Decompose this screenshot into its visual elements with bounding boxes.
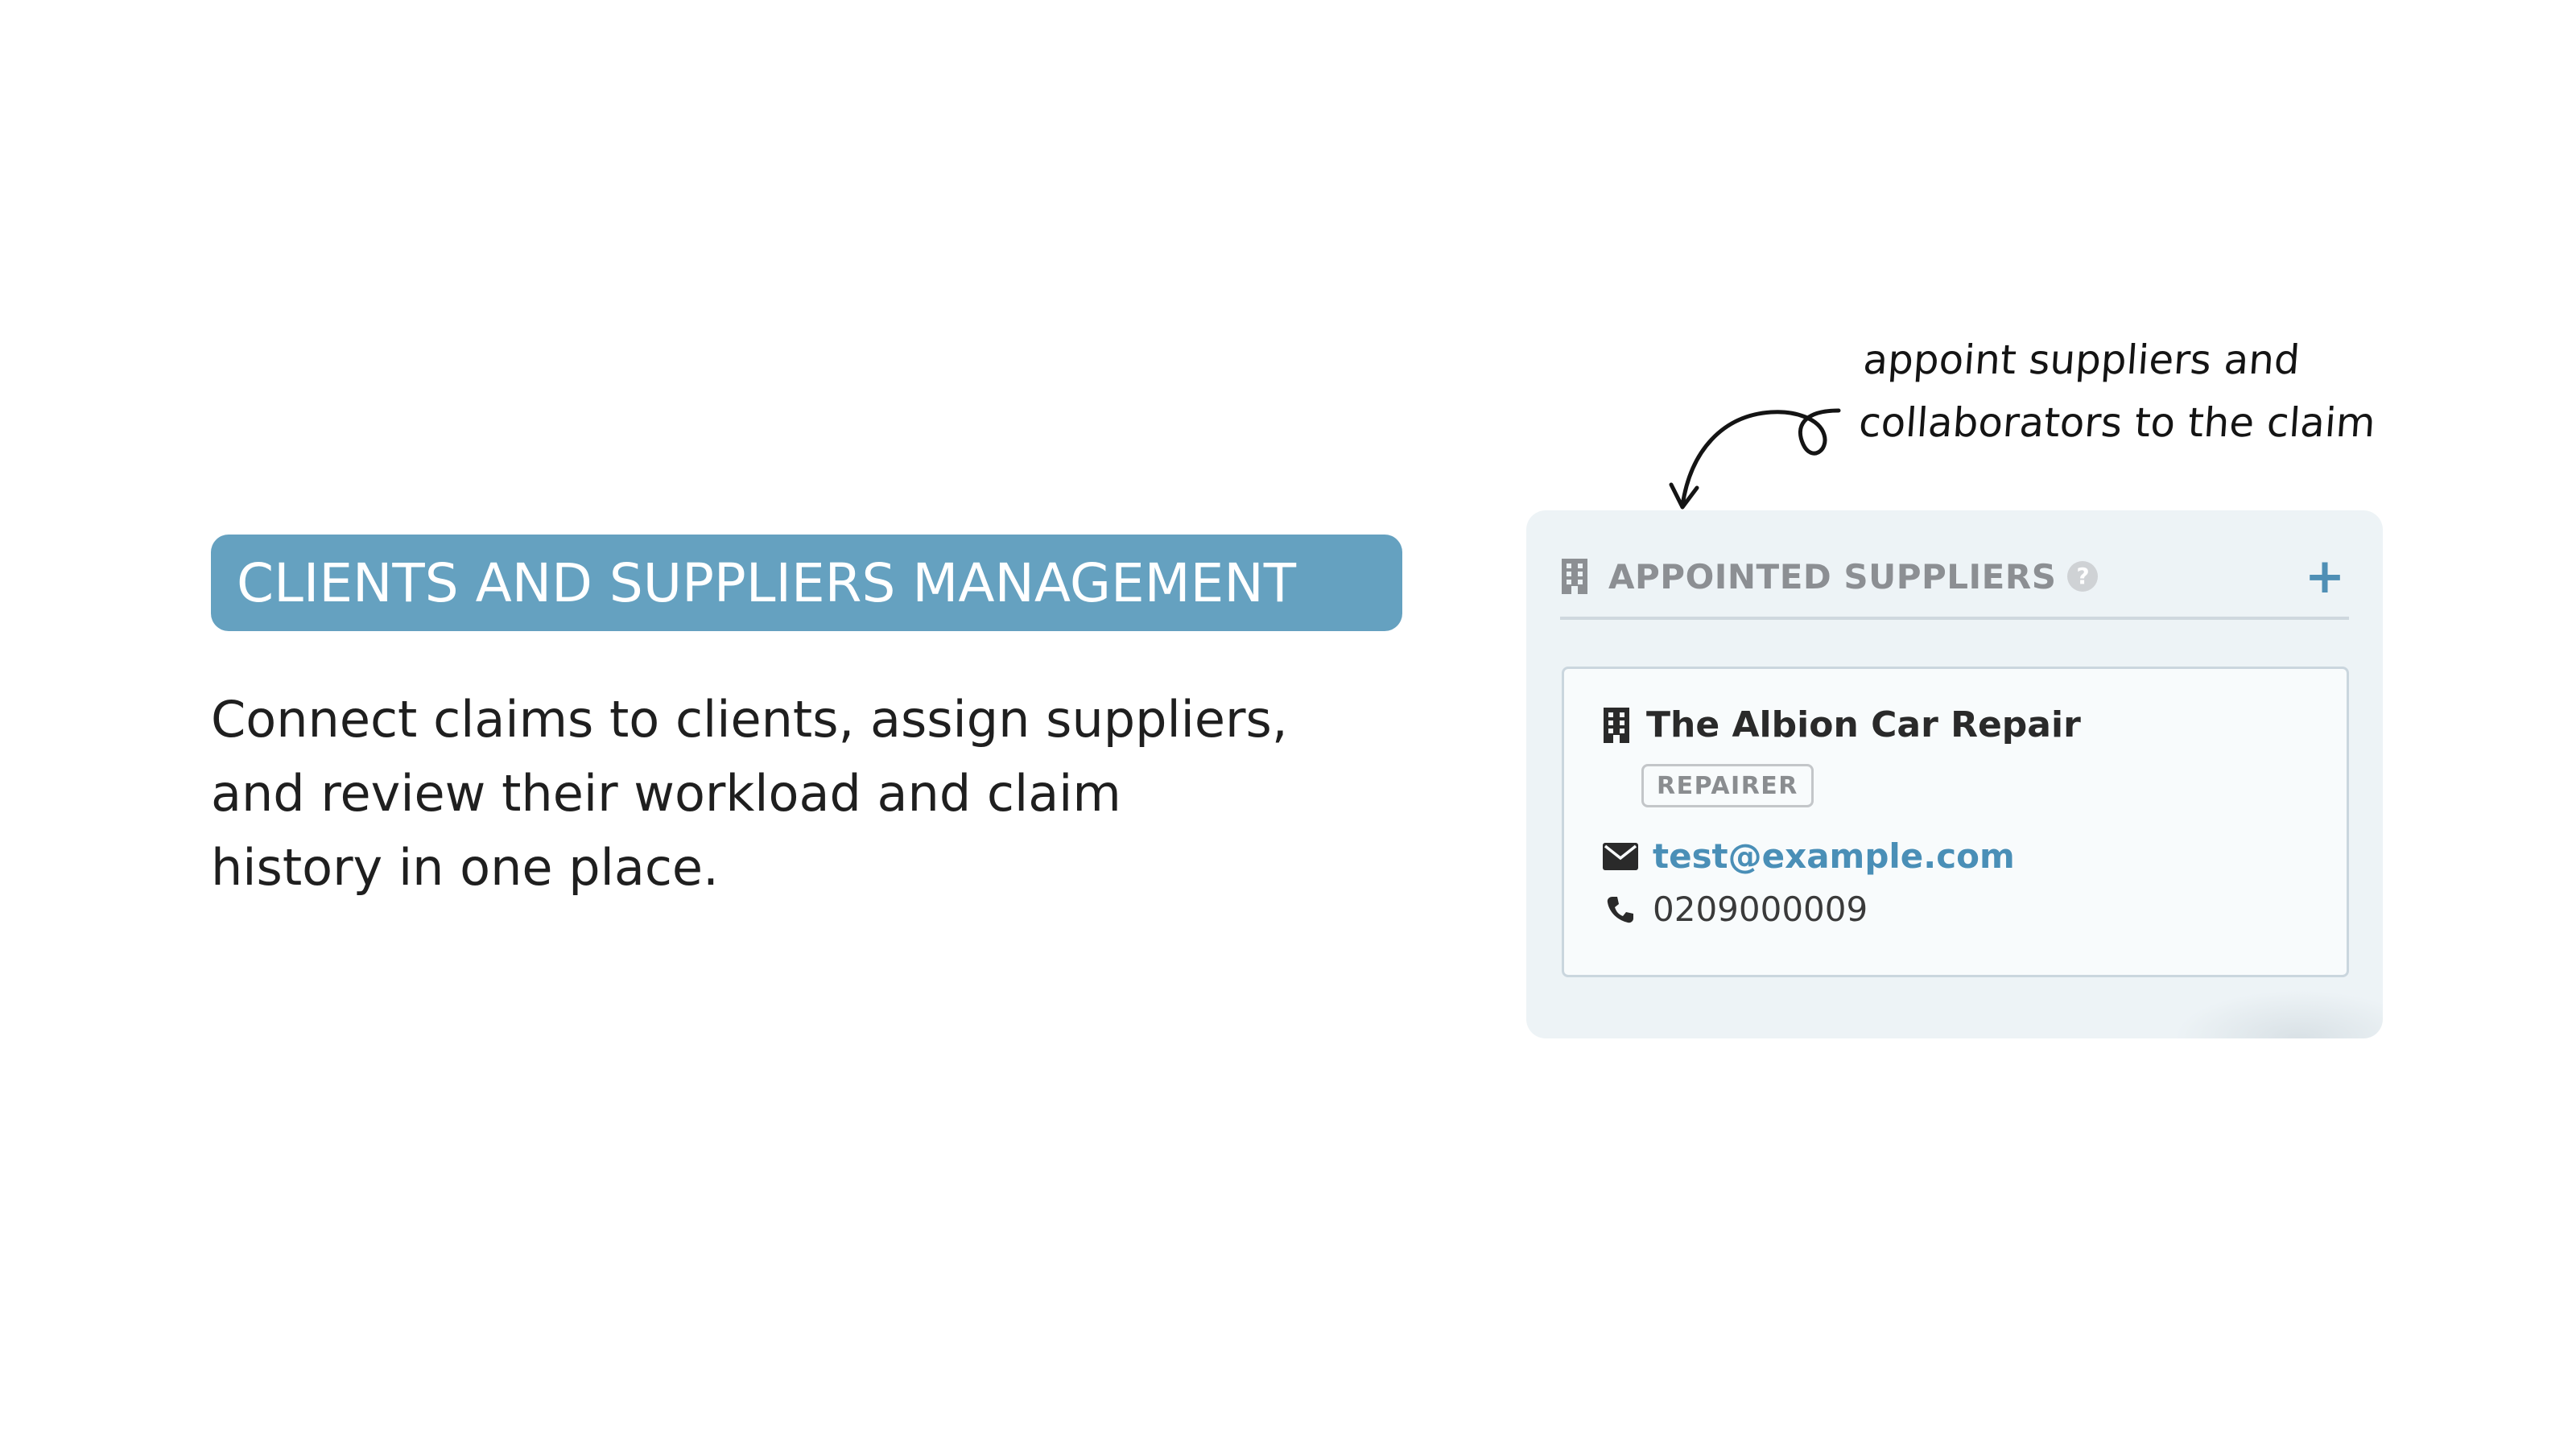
phone-icon: [1607, 896, 1633, 923]
card-header: APPOINTED SUPPLIERS ? +: [1560, 548, 2349, 605]
annotation-line-2: collaborators to the claim: [1857, 399, 2377, 446]
feature-heading-pill: CLIENTS AND SUPPLIERS MANAGEMENT: [211, 535, 1402, 631]
plus-icon: +: [2304, 548, 2346, 605]
card-title: APPOINTED SUPPLIERS: [1608, 556, 2057, 597]
envelope-icon: [1603, 842, 1638, 870]
supplier-email-row: test@example.com: [1603, 836, 2015, 876]
supplier-email-link[interactable]: test@example.com: [1653, 836, 2015, 876]
supplier-role-badge: REPAIRER: [1641, 764, 1814, 807]
handwritten-annotation: appoint suppliers and collaborators to t…: [1857, 328, 2381, 454]
supplier-entry[interactable]: The Albion Car Repair REPAIRER test@exam…: [1562, 667, 2349, 977]
annotation-line-1: appoint suppliers and: [1861, 336, 2301, 383]
supplier-name-row: The Albion Car Repair: [1603, 704, 2081, 745]
curly-arrow-icon: [1669, 408, 1841, 510]
supplier-phone: 0209000009: [1653, 890, 1868, 929]
supplier-phone-row: 0209000009: [1606, 890, 1868, 929]
feature-heading: CLIENTS AND SUPPLIERS MANAGEMENT: [237, 551, 1297, 614]
card-shadow: [2174, 990, 2383, 1038]
appointed-suppliers-card: APPOINTED SUPPLIERS ? + The Albion: [1526, 510, 2383, 1038]
supplier-name[interactable]: The Albion Car Repair: [1646, 704, 2081, 745]
header-divider: [1560, 617, 2349, 620]
add-supplier-button[interactable]: +: [2301, 548, 2349, 605]
question-icon[interactable]: ?: [2067, 561, 2099, 592]
feature-description: Connect claims to clients, assign suppli…: [211, 690, 1288, 897]
building-icon: [1562, 559, 1587, 594]
building-icon: [1604, 707, 1629, 743]
